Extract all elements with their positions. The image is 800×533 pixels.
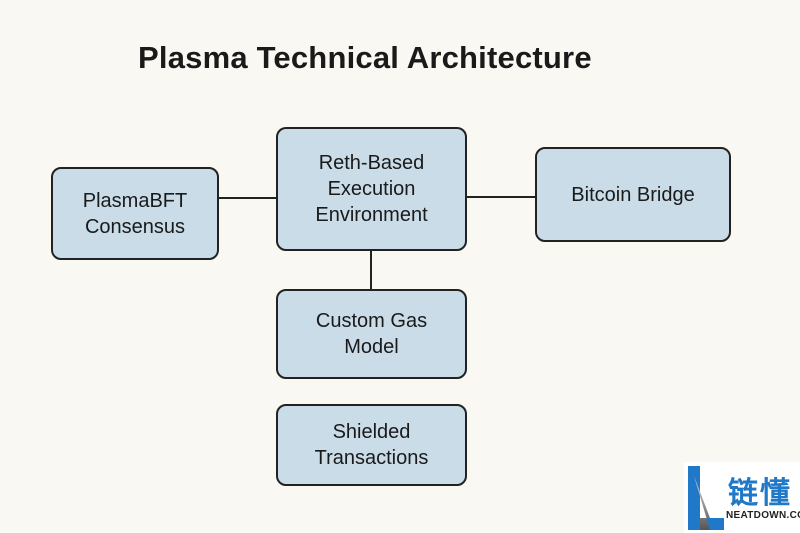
logo-chinese-text: 链懂 [728, 477, 792, 510]
edge-execution-bridge [465, 196, 536, 198]
node-shielded-transactions: Shielded Transactions [276, 404, 467, 486]
edge-consensus-execution [218, 197, 278, 199]
logo-english-text: NEATDOWN.COM [726, 510, 800, 521]
logo-l-icon [688, 466, 724, 530]
diagram-title: Plasma Technical Architecture [138, 40, 592, 75]
node-reth-execution-environment: Reth-Based Execution Environment [276, 127, 467, 251]
edge-execution-gas [370, 249, 372, 291]
node-plasmabft-consensus: PlasmaBFT Consensus [51, 167, 219, 260]
node-custom-gas-model: Custom Gas Model [276, 289, 467, 379]
watermark-logo: 链懂 NEATDOWN.COM [684, 462, 800, 533]
node-bitcoin-bridge: Bitcoin Bridge [535, 147, 731, 242]
